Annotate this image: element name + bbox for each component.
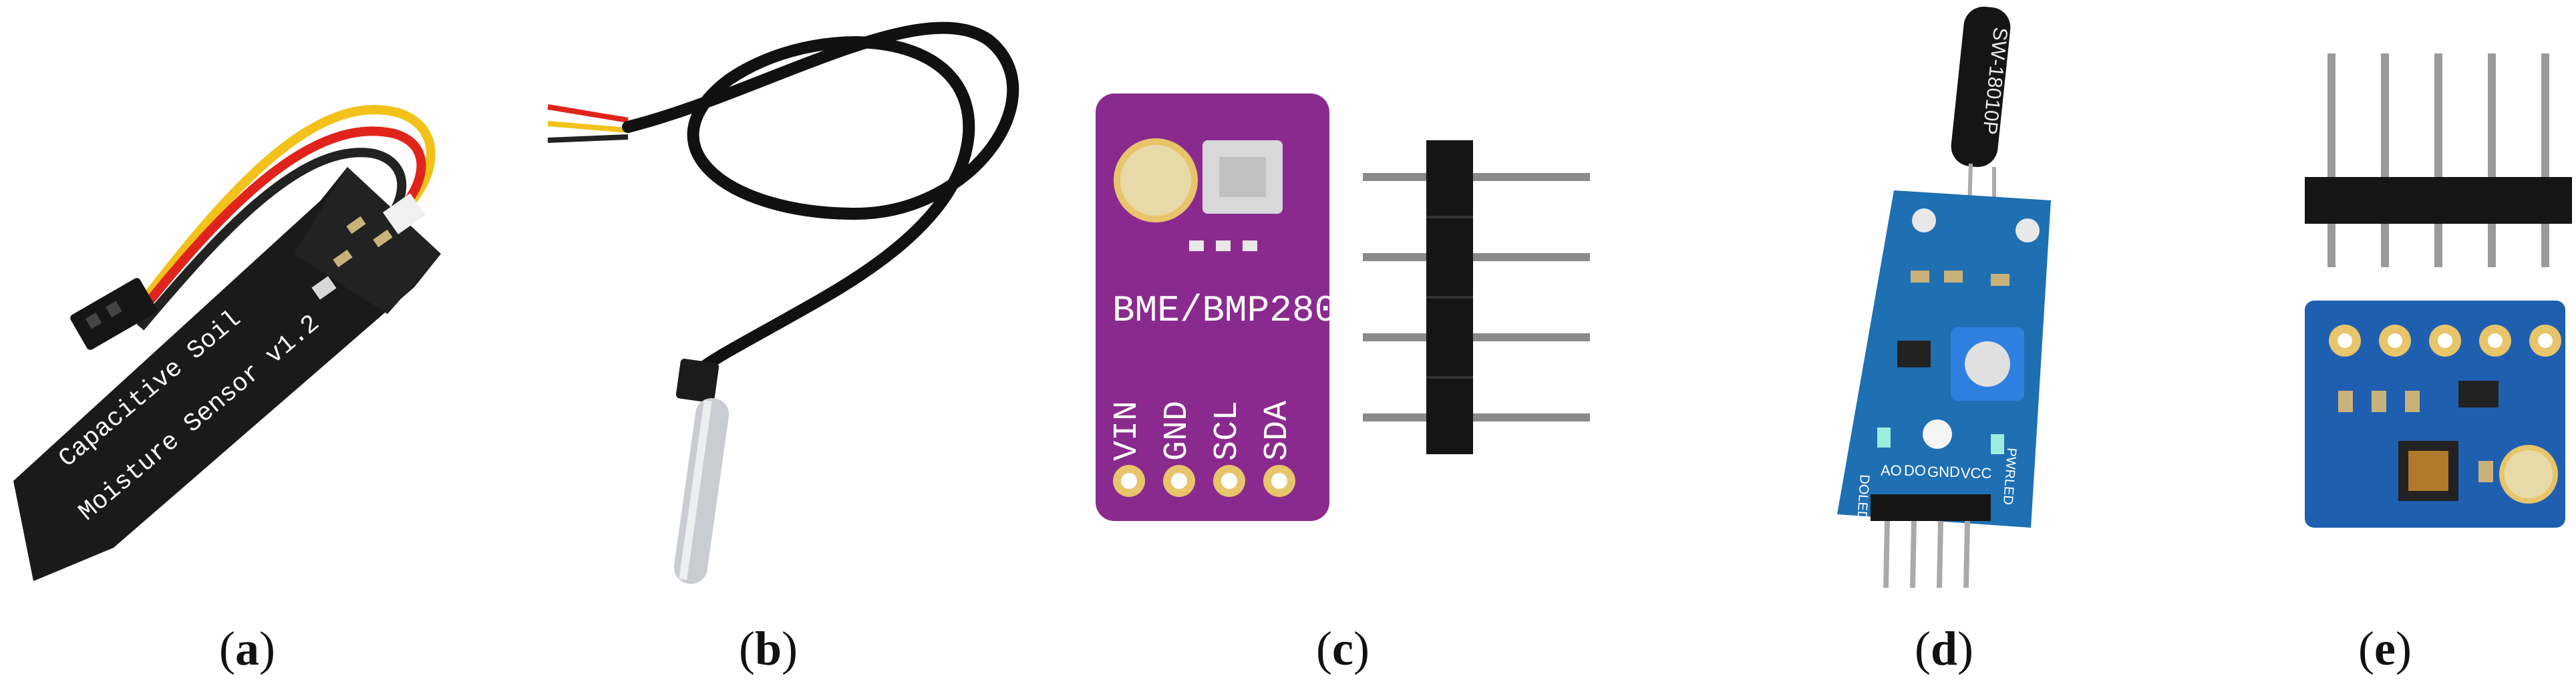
bme280-board-image: BME/BMP280 VIN GND SCL SDA xyxy=(1096,94,1590,521)
pin-label-sda: SDA xyxy=(1259,401,1297,461)
gnd-label: GND xyxy=(1927,464,1960,480)
caption-b: (b) xyxy=(738,622,798,675)
vcc-label: VCC xyxy=(1961,465,1992,482)
board-title: BME/BMP280 xyxy=(1112,289,1337,332)
doled-label: DOLED xyxy=(1854,474,1872,521)
pin-label-vin: VIN xyxy=(1108,401,1146,461)
do-label: DO xyxy=(1904,462,1926,479)
panel-e: (e) xyxy=(2178,0,2576,692)
panel-b: (b) xyxy=(508,0,1056,692)
pin-label-gnd: GND xyxy=(1158,401,1196,461)
ao-label: AO xyxy=(1881,462,1902,479)
soil-moisture-sensor-image: Capacitive Soil Moisture Sensor v1.2 xyxy=(13,105,441,581)
panel-c: BME/BMP280 VIN GND SCL SDA (c) xyxy=(1056,0,1657,692)
light-sensor-module-image xyxy=(2305,53,2572,528)
panel-a: Capacitive Soil Moisture Sensor v1.2 (a) xyxy=(0,0,508,692)
caption-c: (c) xyxy=(1316,622,1370,675)
temperature-probe-image xyxy=(547,21,1019,584)
vibration-sensor-module-image: SW-18010P DOLED PWRLED AO DO GND VCC xyxy=(1837,6,2051,588)
pin-label-scl: SCL xyxy=(1209,401,1247,461)
caption-a: (a) xyxy=(219,622,275,675)
caption-e: (e) xyxy=(2358,622,2412,675)
panel-d: SW-18010P DOLED PWRLED AO DO GND VCC (d) xyxy=(1657,0,2178,692)
caption-d: (d) xyxy=(1914,622,1973,675)
